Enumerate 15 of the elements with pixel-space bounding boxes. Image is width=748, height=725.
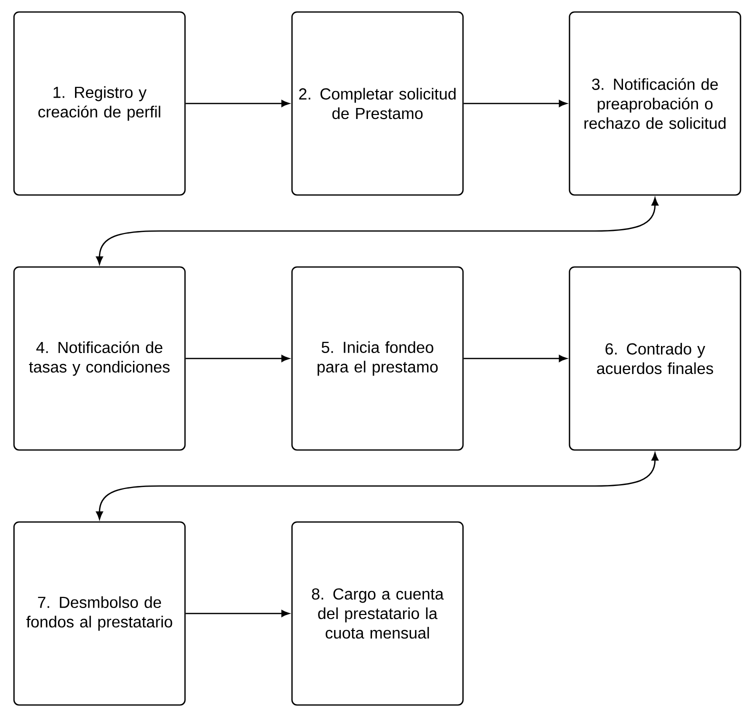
- arrow: [96, 452, 658, 520]
- process-box: 8. Cargo a cuenta del prestatario la cuota mensual: [291, 521, 464, 706]
- arrow: [186, 100, 290, 107]
- arrow: [186, 355, 290, 362]
- process-box: 3. Notificación de preaprobación o rechazo de solicitud: [568, 11, 742, 196]
- process-box: 7. Desmbolso de fondos al prestatario: [13, 521, 186, 706]
- process-box: 2. Completar solicitud de Prestamo: [291, 11, 464, 196]
- process-box: 6. Contrado y acuerdos finales: [568, 266, 742, 451]
- arrow: [464, 355, 567, 362]
- arrow: [464, 100, 567, 107]
- process-box: 1. Registro y creación de perfil: [13, 11, 186, 196]
- arrow: [186, 610, 290, 617]
- process-box: 4. Notificación de tasas y condiciones: [13, 266, 186, 451]
- arrow: [96, 198, 658, 264]
- process-box: 5. Inicia fondeo para el prestamo: [291, 266, 464, 451]
